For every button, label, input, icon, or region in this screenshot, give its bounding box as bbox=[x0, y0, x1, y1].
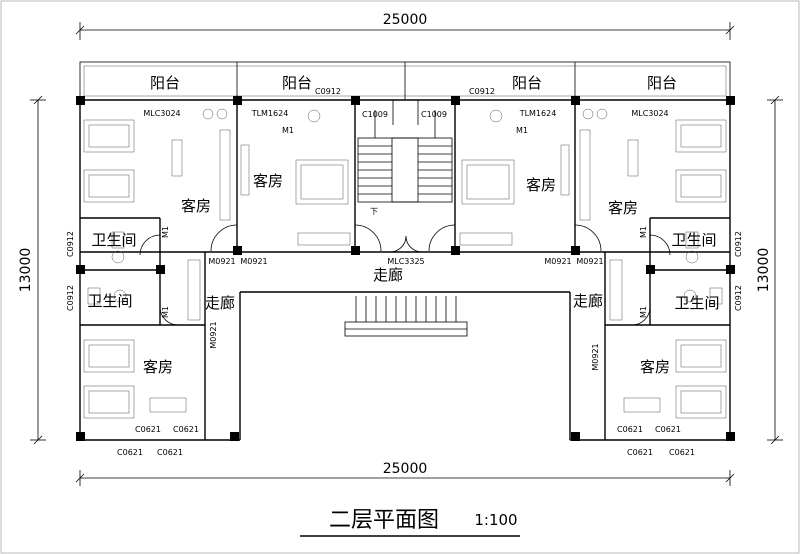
door-code-m1-b: M1 bbox=[516, 126, 528, 135]
balcony-label-3: 阳台 bbox=[512, 74, 542, 92]
window-code-c0621-5: C0621 bbox=[617, 425, 643, 434]
window-code-c0912-t1: C0912 bbox=[315, 87, 341, 96]
door-code-m0921-f: M0921 bbox=[591, 343, 600, 370]
drawing-title: 二层平面图 bbox=[329, 508, 439, 533]
dim-left: 13000 bbox=[18, 248, 34, 293]
window-code-c1009-r: C1009 bbox=[421, 110, 447, 119]
staircase bbox=[357, 100, 453, 203]
corridor-label-w: 走廊 bbox=[205, 294, 235, 312]
balcony-label-4: 阳台 bbox=[647, 74, 677, 92]
door-code-m1-e: M1 bbox=[639, 226, 648, 238]
guest-room-label-ne: 客房 bbox=[608, 199, 638, 217]
door-code-m0921-a: M0921 bbox=[208, 257, 235, 266]
window-code-c0912-e1: C0912 bbox=[734, 231, 743, 257]
bathroom-label-e2: 卫生间 bbox=[674, 294, 719, 312]
walls bbox=[79, 99, 731, 441]
balcony-label-1: 阳台 bbox=[150, 74, 180, 92]
window-code-c0621-4: C0621 bbox=[157, 448, 183, 457]
window-code-c0621-1: C0621 bbox=[135, 425, 161, 434]
door-code-m0921-c: M0921 bbox=[544, 257, 571, 266]
guest-room-label-n2: 客房 bbox=[253, 172, 283, 190]
stair-down-label: 下 bbox=[370, 207, 378, 216]
door-code-m0921-e: M0921 bbox=[209, 321, 218, 348]
door-code-tlm1624-l: TLM1624 bbox=[251, 109, 289, 118]
window-code-c0621-6: C0621 bbox=[655, 425, 681, 434]
window-code-c0621-8: C0621 bbox=[669, 448, 695, 457]
door-code-tlm1624-r: TLM1624 bbox=[519, 109, 557, 118]
bathroom-label-w2: 卫生间 bbox=[87, 292, 132, 310]
window-code-c0912-t2: C0912 bbox=[469, 87, 495, 96]
guest-room-label-nw: 客房 bbox=[181, 197, 211, 215]
guest-room-label-sw: 客房 bbox=[143, 358, 173, 376]
guest-room-label-se: 客房 bbox=[640, 358, 670, 376]
guest-room-label-n3: 客房 bbox=[526, 176, 556, 194]
bathroom-label-e1: 卫生间 bbox=[671, 231, 716, 249]
door-code-m1-d: M1 bbox=[161, 306, 170, 318]
window-code-c0621-3: C0621 bbox=[117, 448, 143, 457]
sanitary-fixtures bbox=[87, 108, 723, 305]
door-code-m0921-d: M0921 bbox=[576, 257, 603, 266]
door-code-mlc3325: MLC3325 bbox=[387, 257, 424, 266]
door-code-m0921-b: M0921 bbox=[240, 257, 267, 266]
door-code-m1-a: M1 bbox=[282, 126, 294, 135]
dimension-lines bbox=[30, 22, 783, 486]
window-code-c0912-w1: C0912 bbox=[66, 231, 75, 257]
window-code-mlc3024-l: MLC3024 bbox=[143, 109, 180, 118]
door-code-m1-c: M1 bbox=[161, 226, 170, 238]
window-code-c0912-w2: C0912 bbox=[66, 285, 75, 311]
window-code-c0621-2: C0621 bbox=[173, 425, 199, 434]
door-swings bbox=[139, 224, 671, 326]
window-code-mlc3024-r: MLC3024 bbox=[631, 109, 668, 118]
dim-top: 25000 bbox=[383, 12, 428, 28]
door-code-m1-f: M1 bbox=[639, 306, 648, 318]
drawing-scale: 1:100 bbox=[474, 511, 517, 529]
balcony-label-2: 阳台 bbox=[282, 74, 312, 92]
corridor-label-e: 走廊 bbox=[573, 292, 603, 310]
window-code-c0621-7: C0621 bbox=[627, 448, 653, 457]
furniture bbox=[83, 119, 727, 419]
window-code-c0912-e2: C0912 bbox=[734, 285, 743, 311]
corridor-label-main: 走廊 bbox=[373, 266, 403, 284]
window-code-c1009-l: C1009 bbox=[362, 110, 388, 119]
entrance-steps bbox=[344, 296, 468, 337]
dim-right: 13000 bbox=[756, 248, 772, 293]
bathroom-label-w1: 卫生间 bbox=[91, 231, 136, 249]
dim-bottom: 25000 bbox=[383, 461, 428, 477]
columns bbox=[76, 96, 735, 441]
